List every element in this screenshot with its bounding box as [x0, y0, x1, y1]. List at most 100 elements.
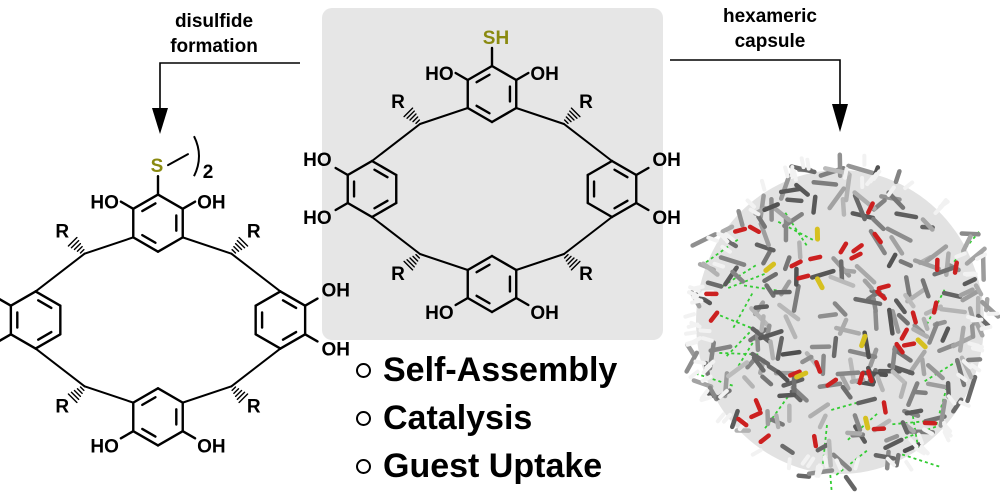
carbon-stick: [903, 292, 916, 309]
bond: [303, 297, 319, 307]
hashed-bond: [67, 236, 85, 254]
hash: [231, 248, 237, 254]
hashed-bond: [231, 386, 249, 404]
hydrogen-stick: [822, 455, 829, 468]
carbon-stick: [751, 355, 766, 373]
hydrogen-stick: [799, 156, 806, 170]
double-bond: [475, 294, 491, 305]
bottom-aryl-ring: [132, 387, 184, 447]
sulfur-stick: [863, 415, 871, 431]
oxygen-stick: [749, 410, 763, 420]
hydrogen-stick: [958, 400, 971, 408]
carbon-stick: [980, 252, 986, 282]
carbon-stick: [898, 259, 914, 268]
hydrogen-stick: [720, 244, 732, 254]
carbon-stick: [754, 242, 776, 253]
carbon-stick: [800, 354, 814, 365]
double-bond: [475, 263, 491, 274]
hydroxyl-label: HO: [425, 303, 454, 324]
carbon-stick: [890, 308, 901, 334]
ring-bond: [132, 236, 160, 253]
hash: [403, 107, 414, 118]
hashed-bond: [403, 253, 421, 271]
carbon-stick: [707, 385, 719, 402]
ring-bond: [490, 64, 518, 82]
carbon-stick: [760, 374, 774, 387]
bridge-bond: [181, 385, 233, 404]
hydrogen-stick: [745, 198, 757, 209]
hydrogen-stick: [853, 457, 860, 471]
hydrogen-stick: [961, 359, 973, 370]
left-aryl-ring: [346, 159, 398, 219]
carbon-stick: [831, 452, 852, 472]
hydrogen-bond: [921, 360, 959, 384]
hydrogen-stick: [783, 165, 790, 179]
hydrogen-stick: [842, 166, 849, 180]
hydroxyl-label: OH: [530, 303, 559, 324]
double-bond: [475, 104, 491, 115]
bullet-circle-icon: [356, 410, 371, 426]
carbon-stick: [789, 164, 817, 175]
double-bond: [613, 168, 629, 179]
carbon-stick: [932, 265, 958, 277]
hydrogen-stick: [919, 444, 930, 456]
carbon-stick: [835, 370, 861, 377]
application-label: Guest Uptake: [383, 446, 603, 485]
oxygen-stick: [849, 251, 863, 261]
hydrogen-stick: [816, 465, 824, 478]
carbon-stick: [761, 249, 772, 266]
hash: [76, 245, 83, 252]
ring-bond: [490, 106, 518, 124]
carbon-stick: [886, 252, 898, 269]
double-bond: [613, 199, 629, 210]
bridge-bond: [230, 252, 282, 293]
oxygen-stick: [872, 231, 883, 245]
carbon-stick: [904, 408, 924, 416]
hexameric-capsule-model: [683, 152, 1000, 492]
applications-list: Self-Assembly Catalysis Guest Uptake: [352, 346, 652, 490]
hydroxyl-label: OH: [322, 339, 351, 360]
double-bond: [36, 299, 53, 310]
carbon-stick: [961, 234, 973, 254]
hydroxyl-label: HO: [90, 193, 119, 214]
oxygen-stick: [901, 341, 917, 348]
oxygen-stick: [808, 254, 823, 262]
hydrogen-stick: [684, 330, 697, 336]
carbon-stick: [839, 373, 851, 391]
application-item-guest-uptake: Guest Uptake: [352, 442, 652, 490]
ring-bond: [346, 201, 374, 219]
capsule-label-line2: capsule: [735, 31, 806, 52]
application-label: Catalysis: [383, 398, 533, 437]
hash: [236, 239, 246, 249]
hash: [233, 388, 240, 395]
carbon-stick: [811, 180, 839, 187]
hash: [415, 253, 421, 259]
bond: [454, 71, 469, 82]
bridge-bond: [515, 107, 565, 125]
r-group-label: R: [55, 397, 69, 418]
carbon-stick: [684, 350, 700, 374]
double-bond: [373, 168, 389, 179]
double-bond: [141, 233, 157, 244]
disulfide-bond: [167, 153, 189, 167]
carbon-stick: [852, 193, 867, 222]
oxygen-stick: [747, 224, 762, 235]
sulfur-label: S: [151, 156, 164, 177]
hashed-bond: [67, 386, 85, 404]
sulfur-stick: [763, 261, 777, 273]
oxygen-stick: [851, 243, 864, 254]
carbon-stick: [769, 203, 792, 223]
carbon-stick: [785, 197, 804, 204]
carbon-stick: [843, 474, 857, 492]
hydrogen-stick: [885, 456, 897, 468]
hydrogen-stick: [834, 458, 843, 471]
carbon-stick: [965, 357, 983, 363]
bond: [303, 333, 319, 343]
carbon-stick: [846, 163, 876, 176]
carbon-stick: [873, 453, 897, 461]
carbon-stick: [820, 353, 826, 377]
hash: [70, 239, 80, 249]
hydrogen-stick: [690, 298, 703, 305]
ring-bond: [254, 333, 282, 350]
